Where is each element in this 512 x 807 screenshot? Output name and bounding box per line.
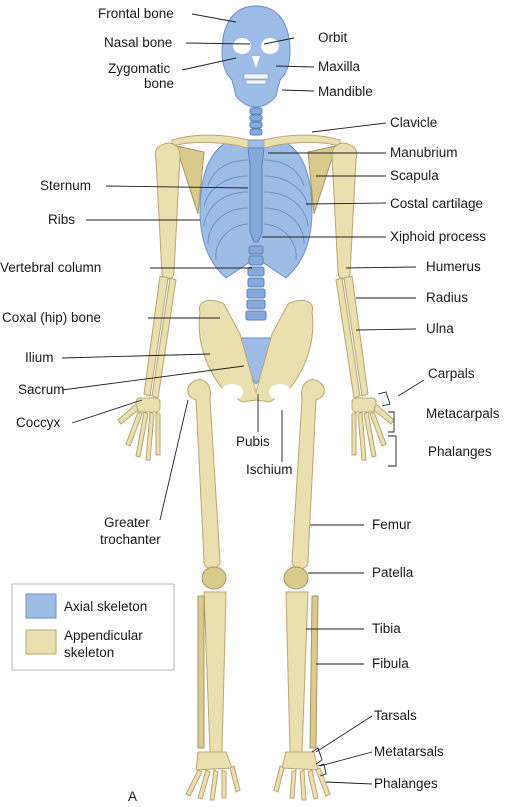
right-patella xyxy=(283,566,309,590)
left-foot xyxy=(185,751,241,801)
right-femur xyxy=(291,379,325,569)
label-tarsals: Tarsals xyxy=(374,708,417,723)
label-patella: Patella xyxy=(372,565,414,580)
brackets xyxy=(311,391,397,777)
right-fibula xyxy=(309,595,319,749)
label-greater-trochanter-2: trochanter xyxy=(100,532,161,547)
left-femur xyxy=(187,379,221,569)
legend-swatch-axial xyxy=(25,593,57,619)
label-vertebral-column: Vertebral column xyxy=(0,260,101,275)
tarsals-bracket xyxy=(311,747,323,765)
legend-label-appendicular-1: Appendicular xyxy=(64,628,143,643)
legend: Axial skeleton Appendicular skeleton xyxy=(11,583,175,671)
label-ilium: Ilium xyxy=(25,350,54,365)
pelvis xyxy=(198,299,314,403)
left-humerus xyxy=(154,142,181,280)
label-femur: Femur xyxy=(372,517,412,532)
label-phalanges-hand: Phalanges xyxy=(428,444,492,459)
right-hand xyxy=(351,397,395,461)
metatarsals-bracket xyxy=(317,763,327,777)
right-orbit xyxy=(261,38,279,54)
left-patella xyxy=(201,566,227,590)
legend-swatch-appendicular xyxy=(25,629,57,655)
right-foot xyxy=(273,751,331,801)
label-greater-trochanter-1: Greater xyxy=(104,515,150,530)
label-carpals: Carpals xyxy=(428,366,475,381)
left-orbit xyxy=(233,38,251,54)
panel-letter: A xyxy=(128,789,137,804)
label-clavicle: Clavicle xyxy=(390,115,437,130)
label-zygomatic-bone-2: bone xyxy=(144,76,174,91)
label-fibula: Fibula xyxy=(372,656,409,671)
label-coccyx: Coccyx xyxy=(16,415,61,430)
label-frontal-bone: Frontal bone xyxy=(98,6,174,21)
label-phalanges-foot: Phalanges xyxy=(374,776,438,791)
label-mandible: Mandible xyxy=(318,84,373,99)
label-scapula: Scapula xyxy=(390,168,439,183)
label-pubis: Pubis xyxy=(236,434,270,449)
appendicular-skeleton xyxy=(117,134,395,801)
right-tibia xyxy=(285,591,309,753)
metacarpals-bracket xyxy=(388,411,395,433)
leader-lines xyxy=(61,13,425,785)
label-tibia: Tibia xyxy=(372,621,401,636)
left-hand xyxy=(117,397,161,461)
label-sacrum: Sacrum xyxy=(18,382,65,397)
label-xiphoid-process: Xiphoid process xyxy=(390,229,486,244)
left-fibula xyxy=(197,595,205,749)
teeth-lower xyxy=(245,79,267,85)
label-radius: Radius xyxy=(426,290,468,305)
label-metatarsals: Metatarsals xyxy=(374,744,444,759)
label-humerus: Humerus xyxy=(426,259,481,274)
nasal-cavity xyxy=(252,56,260,68)
right-humerus xyxy=(331,142,358,280)
phalanges-hand-bracket xyxy=(388,435,397,467)
label-maxilla: Maxilla xyxy=(318,59,361,74)
label-nasal-bone: Nasal bone xyxy=(104,35,172,50)
label-orbit: Orbit xyxy=(318,30,348,45)
teeth-upper xyxy=(243,73,269,80)
label-metacarpals: Metacarpals xyxy=(426,406,500,421)
legend-label-axial: Axial skeleton xyxy=(64,599,147,614)
label-zygomatic-bone-1: Zygomatic xyxy=(108,61,171,76)
label-coxal-bone: Coxal (hip) bone xyxy=(2,310,101,325)
label-ischium: Ischium xyxy=(246,462,293,477)
labels: Frontal bone Nasal bone Zygomatic bone O… xyxy=(0,6,500,804)
carpals-bracket xyxy=(377,391,391,407)
label-ribs: Ribs xyxy=(48,212,75,227)
label-sternum: Sternum xyxy=(40,178,91,193)
label-manubrium: Manubrium xyxy=(390,145,458,160)
label-ulna: Ulna xyxy=(426,321,454,336)
sternum xyxy=(247,147,265,243)
legend-label-appendicular-2: skeleton xyxy=(64,645,114,660)
label-costal-cartilage: Costal cartilage xyxy=(390,196,483,211)
left-tibia xyxy=(203,591,227,753)
